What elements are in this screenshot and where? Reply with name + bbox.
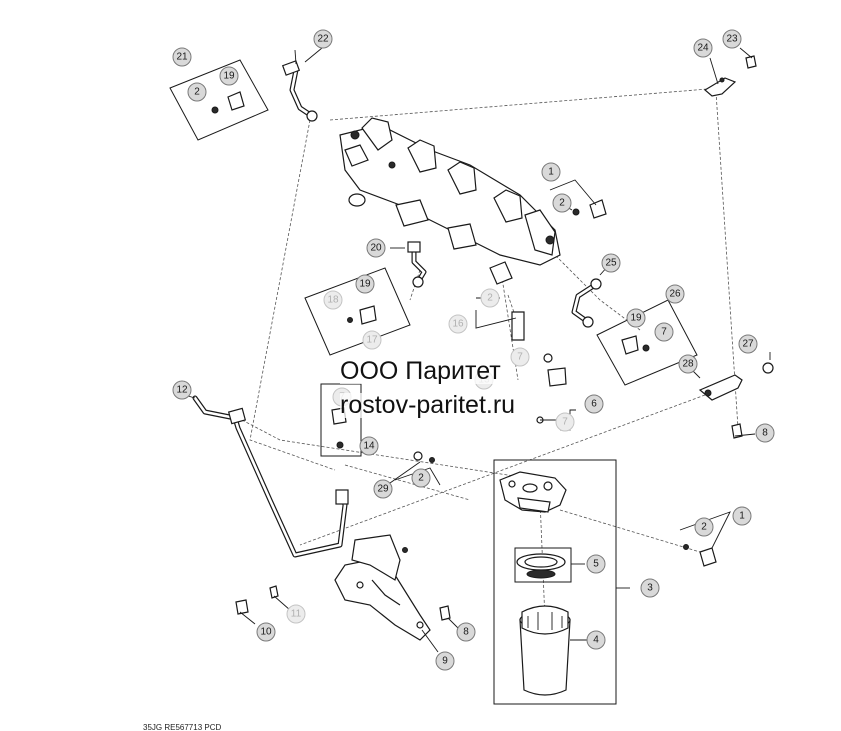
callout-19a: 19 [219,66,239,86]
fittings [211,91,743,621]
callout-14: 14 [359,436,379,456]
svg-text:18: 18 [327,295,339,306]
svg-text:1: 1 [739,511,745,522]
callout-9: 9 [435,651,455,671]
svg-text:25: 25 [605,258,617,269]
callout-2b: 2 [552,193,572,213]
svg-text:1: 1 [548,167,554,178]
callout-8b: 8 [456,622,476,642]
svg-text:20: 20 [370,243,382,254]
svg-text:2: 2 [418,473,424,484]
svg-text:5: 5 [593,559,599,570]
callout-16: 16 [448,314,468,334]
svg-text:7: 7 [661,327,667,338]
svg-text:8: 8 [762,428,768,439]
svg-text:7: 7 [517,352,523,363]
callout-7b: 7 [510,347,530,367]
bracket-24 [703,55,757,97]
svg-text:9: 9 [442,656,448,667]
callout-2c: 2 [480,288,500,308]
callout-26: 26 [665,284,685,304]
callouts: 21 22 19 2 24 23 1 2 20 25 19 18 17 2 16… [172,29,775,671]
watermark-url: rostov-paritet.ru [340,391,516,419]
document-code: 35JG RE567713 PCD [143,723,222,731]
svg-text:26: 26 [669,289,681,300]
mounting-bracket-9 [334,534,431,641]
callout-19b: 19 [355,274,375,294]
fuel-manifold [339,117,561,285]
svg-text:2: 2 [701,522,707,533]
callout-27: 27 [738,334,758,354]
callout-1b: 1 [732,506,752,526]
callout-2d: 2 [411,468,431,488]
svg-text:24: 24 [697,43,709,54]
leader-lines [187,47,771,653]
group-boxes [169,59,698,705]
callout-22: 22 [313,29,333,49]
svg-text:2: 2 [559,198,565,209]
svg-text:22: 22 [317,34,329,45]
svg-text:19: 19 [630,313,642,324]
fuel-line-20 [407,241,427,288]
callout-1a: 1 [541,162,561,182]
svg-text:2: 2 [487,293,493,304]
callout-2e: 2 [694,517,714,537]
fuel-line-12 [192,395,349,558]
svg-text:8: 8 [463,627,469,638]
svg-text:19: 19 [359,279,371,290]
callout-5: 5 [586,554,606,574]
callout-8a: 8 [755,423,775,443]
callout-3: 3 [640,578,660,598]
callout-19c: 19 [626,308,646,328]
svg-text:23: 23 [726,34,738,45]
callout-4: 4 [586,630,606,650]
callout-29: 29 [373,479,393,499]
callout-17: 17 [362,330,382,350]
callout-24: 24 [693,38,713,58]
bracket-28 [698,362,774,401]
callout-18: 18 [323,290,343,310]
callout-10: 10 [256,622,276,642]
svg-text:2: 2 [194,87,200,98]
svg-text:12: 12 [176,385,188,396]
svg-text:3: 3 [647,583,653,594]
callout-7a: 7 [654,322,674,342]
filter-seal [516,553,566,579]
svg-text:16: 16 [452,319,464,330]
svg-text:4: 4 [593,635,599,646]
callout-2a: 2 [187,82,207,102]
callout-20: 20 [366,238,386,258]
fuel-line-22 [281,60,318,122]
callout-11: 11 [286,604,306,624]
filter-cartridge [519,605,571,696]
svg-text:14: 14 [363,441,375,452]
svg-text:21: 21 [176,52,188,63]
svg-text:29: 29 [377,484,389,495]
svg-text:17: 17 [366,335,378,346]
svg-text:19: 19 [223,71,235,82]
svg-text:27: 27 [742,339,754,350]
watermark-company: ООО Паритет [340,357,501,385]
callout-7d: 7 [555,412,575,432]
callout-6: 6 [584,394,604,414]
svg-text:10: 10 [260,627,272,638]
callout-28: 28 [678,354,698,374]
callout-12: 12 [172,380,192,400]
svg-text:28: 28 [682,359,694,370]
assembly-lines [241,87,739,621]
svg-text:7: 7 [562,417,568,428]
svg-text:6: 6 [591,399,597,410]
callout-25: 25 [601,253,621,273]
callout-23: 23 [722,29,742,49]
fuel-line-25 [571,278,602,328]
filter-head [499,471,567,513]
svg-text:11: 11 [291,609,302,620]
callout-21: 21 [172,47,192,67]
